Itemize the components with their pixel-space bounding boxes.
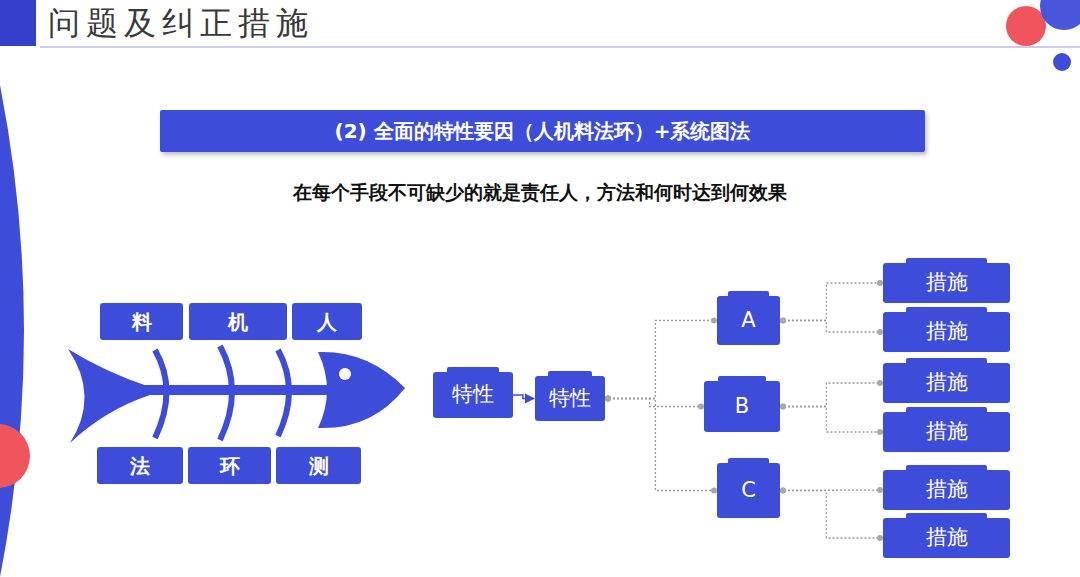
corner-bar [0,0,36,46]
cause-box: 测 [276,447,361,484]
box-label: 措施 [926,371,968,394]
measure-box: 措施 [883,312,1010,352]
connector-group [780,487,883,494]
dotted-connector [780,321,883,333]
small-blue-dot [1053,53,1071,71]
fishbone-figure [68,346,405,443]
dotted-connector [605,399,704,407]
means-box: B [704,381,780,432]
dotted-connector [605,321,717,399]
connector-dot [780,488,786,494]
box-label: 措施 [926,526,968,549]
box-label: A [741,309,755,332]
box-label: B [735,395,749,418]
cause-box: 料 [100,303,183,340]
fish-tail [68,349,150,443]
cause-box: 人 [292,303,362,340]
red-dot [1006,6,1046,46]
connector-group [605,396,704,410]
cause-box: 机 [189,303,287,340]
connector-dot [605,396,611,402]
box-label: 措施 [926,271,968,294]
connector-dot [780,404,786,410]
dotted-connector [780,407,883,433]
connector-dot [780,404,786,410]
box-label: 法 [130,455,150,477]
connector-dot [780,318,786,324]
connector-group [780,488,883,542]
left-red-dot [0,424,30,488]
box-label: 料 [132,311,152,333]
characteristic-box: 特性 [535,376,605,421]
fish-head [318,352,405,428]
dotted-connector [780,283,883,321]
characteristic-box: 特性 [433,372,513,418]
connector-group [780,404,883,436]
dotted-connector [780,383,883,407]
connector-dot [605,396,611,402]
blue-dot [1040,0,1080,30]
box-label: 特性 [452,383,494,406]
connector-group [513,395,534,399]
fish-rib [278,350,289,436]
slide-title: 问题及纠正措施 [48,2,314,46]
box-label: 措施 [926,420,968,443]
left-arc [0,85,24,577]
arrow-connector [513,395,534,399]
fish-rib [155,350,167,438]
measure-box: 措施 [883,363,1010,403]
box-label: 人 [317,311,337,333]
connector-group [780,280,883,324]
dotted-connector [605,399,717,491]
box-label: 特性 [549,387,591,410]
box-label: 措施 [926,478,968,501]
connector-group [780,380,883,410]
box-label: C [741,479,756,502]
dotted-connector [780,491,883,539]
dotted-connector [780,489,883,491]
connector-group [605,396,717,494]
subtitle-note: 在每个手段不可缺少的就是责任人，方法和何时达到何效果 [293,180,787,206]
measure-box: 措施 [883,518,1010,558]
fish-rib [220,346,232,440]
box-label: 措施 [926,320,968,343]
section-banner: (2) 全面的特性要因（人机料法环）+系统图法 [160,110,925,152]
box-label: 机 [228,311,248,333]
measure-box: 措施 [883,470,1010,510]
means-box: A [717,296,780,345]
box-label: 测 [309,455,329,477]
connector-dot [780,318,786,324]
means-box: C [717,463,780,518]
title-rule [40,46,1080,48]
fish-eye [339,368,351,380]
connector-group [780,318,883,336]
measure-box: 措施 [883,412,1010,452]
connector-group [605,318,717,402]
box-label: 环 [220,455,240,477]
cause-box: 环 [188,447,271,484]
connector-dot [605,396,611,402]
box-label: (2) 全面的特性要因（人机料法环）+系统图法 [335,120,751,142]
cause-box: 法 [97,447,183,484]
connector-dot [780,488,786,494]
measure-box: 措施 [883,263,1010,303]
